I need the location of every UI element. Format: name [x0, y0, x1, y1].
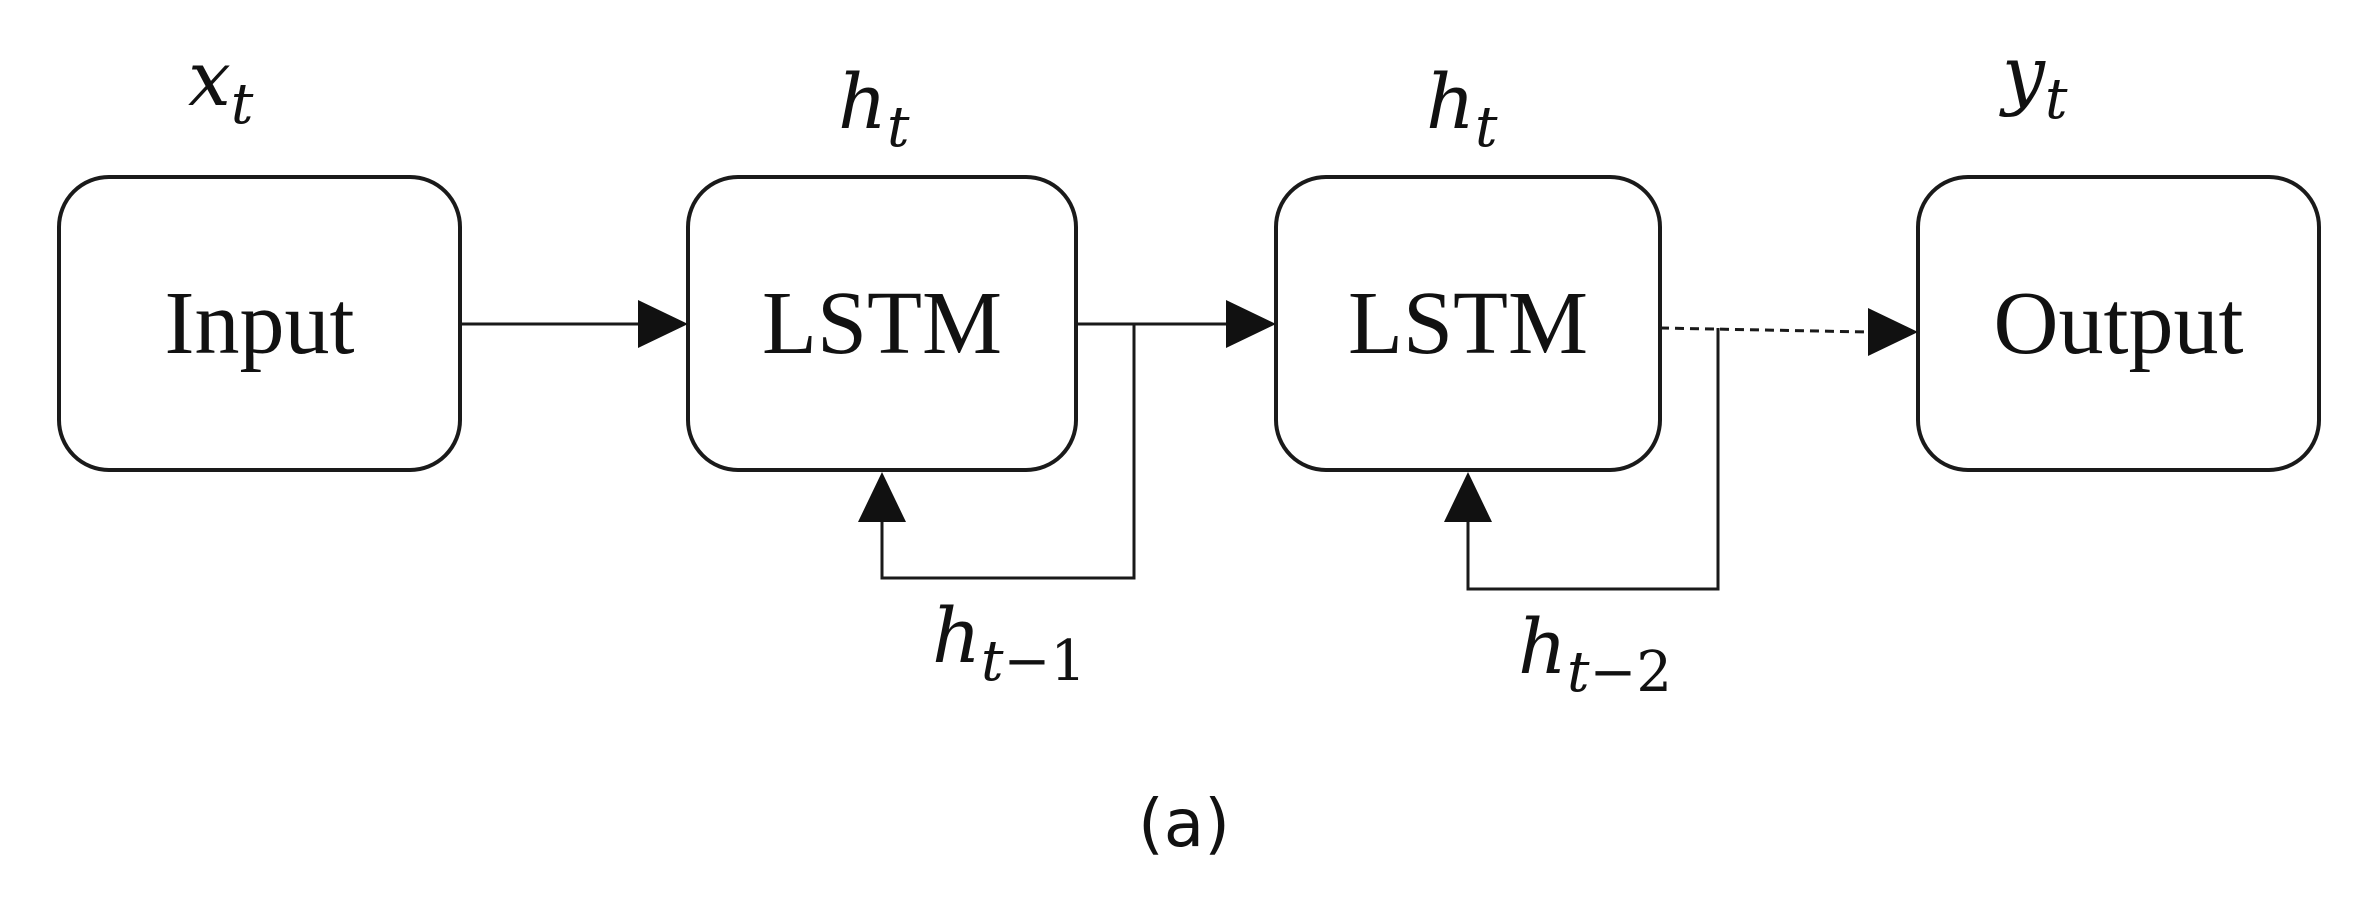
- label-y-t-base: y: [1999, 29, 2046, 118]
- output-box: Output: [1916, 175, 2321, 472]
- label-h-t-lstm1-base: h: [838, 57, 887, 146]
- output-box-label: Output: [1993, 274, 2243, 373]
- caption: (a): [1138, 785, 1230, 862]
- arrow-lstm2-to-output: [1659, 308, 1918, 356]
- arrow-input-to-lstm1: [460, 300, 688, 348]
- feedback-loop-lstm1: [858, 324, 1136, 580]
- input-box-label: Input: [165, 274, 355, 373]
- label-h-t-minus-1-sub-var: t: [981, 629, 1004, 694]
- label-x-t: xt: [188, 34, 254, 137]
- lstm-box-2: LSTM: [1274, 175, 1662, 472]
- label-h-t-minus-2-base: h: [1518, 602, 1567, 691]
- label-y-t: yt: [1999, 29, 2068, 132]
- label-y-t-sub: t: [2045, 67, 2068, 132]
- label-h-t-minus-1-base: h: [932, 591, 981, 680]
- input-box: Input: [57, 175, 462, 472]
- label-h-t-minus-2-sub-rest: −2: [1589, 640, 1672, 705]
- lstm-box-1: LSTM: [686, 175, 1078, 472]
- arrow-lstm1-to-lstm2: [1076, 300, 1276, 348]
- label-h-t-lstm1-sub: t: [887, 95, 910, 160]
- label-h-t-lstm1: ht: [838, 57, 910, 160]
- label-h-t-minus-2: ht−2: [1518, 602, 1672, 705]
- label-h-t-lstm2-sub: t: [1475, 95, 1498, 160]
- lstm-box-2-label: LSTM: [1348, 274, 1588, 373]
- feedback-loop-lstm2: [1444, 328, 1720, 591]
- label-h-t-lstm2: ht: [1426, 57, 1498, 160]
- label-h-t-minus-1-sub-rest: −1: [1003, 629, 1086, 694]
- lstm-box-1-label: LSTM: [762, 274, 1002, 373]
- label-x-t-sub: t: [231, 72, 254, 137]
- label-x-t-base: x: [188, 34, 231, 123]
- label-h-t-minus-1: ht−1: [932, 591, 1086, 694]
- label-h-t-minus-2-sub-var: t: [1567, 640, 1590, 705]
- label-h-t-lstm2-base: h: [1426, 57, 1475, 146]
